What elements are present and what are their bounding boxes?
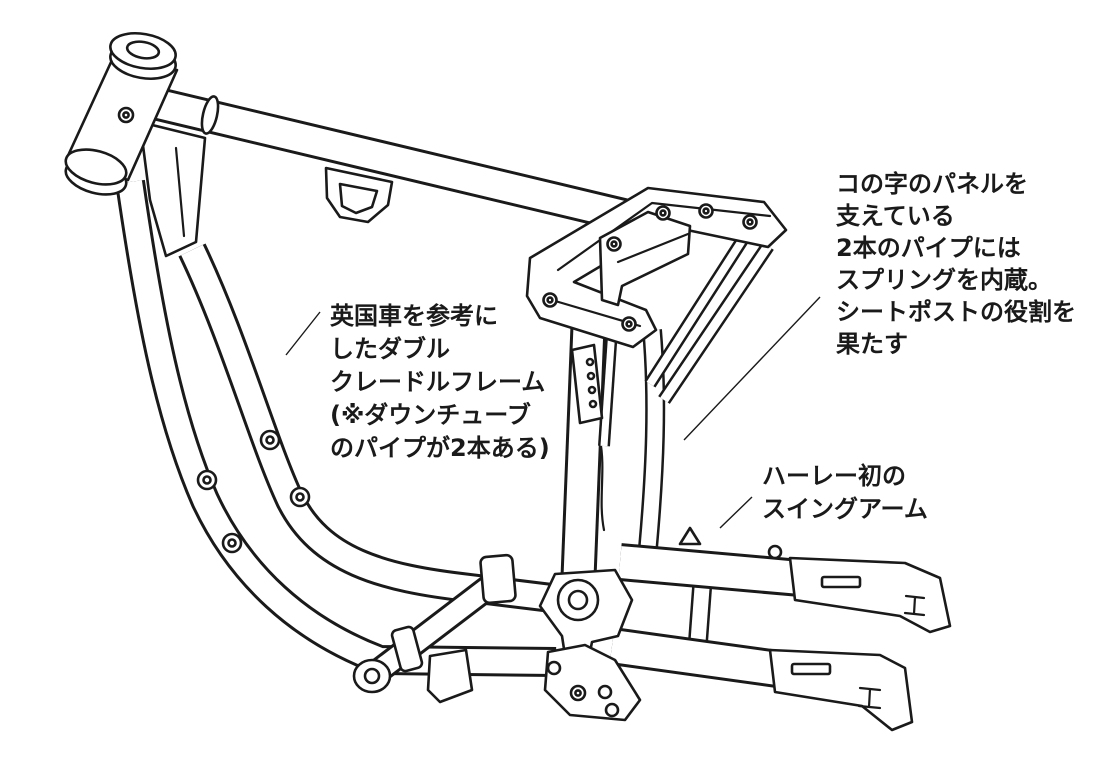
axle-plate-lower	[768, 648, 914, 732]
annotation-line: 英国車を参考に	[330, 302, 498, 330]
seat-panel-bracket	[525, 186, 788, 349]
annotation-double-cradle: 英国車を参考に したダブル クレードルフレーム (※ダウンチューブ のパイプが2…	[330, 300, 550, 465]
annotation-line: (※ダウンチューブ	[330, 401, 531, 429]
down-tube-bolts	[196, 429, 311, 554]
tank-mount-bracket	[324, 166, 394, 224]
leader-line-seatpost	[683, 296, 821, 441]
annotation-line: したダブル	[330, 335, 450, 363]
annotation-seat-post: コの字のパネルを 支えている 2本のパイプには スプリングを内蔵。 シートポスト…	[836, 168, 1076, 360]
annotation-line: シートポストの役割を	[836, 298, 1076, 326]
leader-line-cradle	[285, 311, 321, 356]
top-tube	[146, 85, 640, 235]
annotation-line: のパイプが2本ある)	[330, 434, 550, 462]
annotation-swing-arm: ハーレー初の スイングアーム	[762, 460, 928, 526]
footpeg-bar	[352, 553, 517, 704]
seat-tube-side-plate	[570, 343, 604, 425]
swing-arm	[538, 526, 952, 732]
lower-mount-tab	[426, 648, 474, 704]
head-gusset	[138, 120, 207, 258]
engine-mount-plate	[543, 643, 642, 722]
annotation-line: コの字のパネルを	[836, 170, 1028, 198]
head-bolt	[117, 106, 135, 124]
spring-pipe-rear	[644, 232, 751, 388]
annotation-line: 2本のパイプには	[836, 234, 1021, 262]
annotation-line: 支えている	[836, 202, 955, 230]
swing-arm-pivot	[538, 568, 634, 664]
swing-arm-cross-tube	[688, 587, 712, 643]
head-tube	[64, 32, 179, 196]
down-tube-collar	[390, 625, 424, 673]
annotation-line: スイングアーム	[762, 495, 928, 523]
annotation-line: 果たす	[836, 330, 908, 358]
swing-arm-upper	[618, 526, 952, 634]
annotation-line: スプリングを内蔵。	[836, 266, 1052, 294]
bracket-bolts	[542, 203, 758, 332]
rear-post	[638, 329, 666, 549]
top-tube-collar	[200, 95, 220, 135]
spring-pipe-front	[658, 242, 774, 404]
annotation-line: ハーレー初の	[762, 462, 906, 490]
annotation-line: クレードルフレーム	[330, 368, 546, 396]
down-tube-outer	[115, 179, 557, 677]
swing-arm-lower	[609, 627, 914, 732]
leader-line-swingarm	[719, 496, 753, 529]
down-tube-inner	[178, 243, 570, 615]
axle-plate-upper	[788, 556, 952, 634]
seat-clamp-block	[598, 210, 692, 307]
footpeg-collar	[479, 553, 517, 605]
